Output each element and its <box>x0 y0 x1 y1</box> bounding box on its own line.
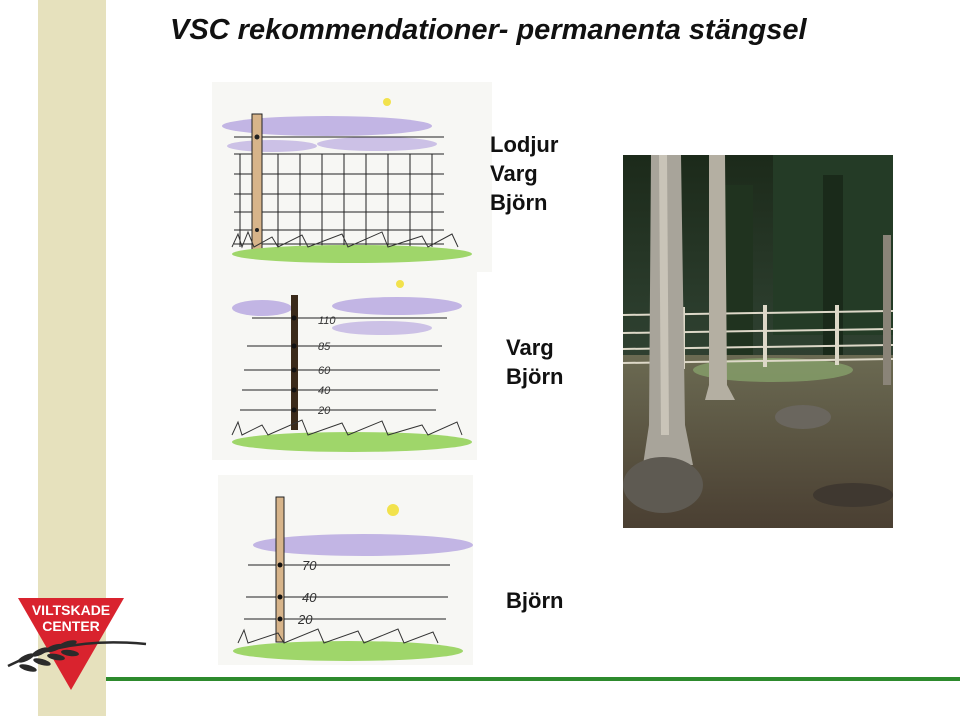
height-label: 60 <box>318 365 331 377</box>
height-label: 20 <box>317 405 331 417</box>
logo-line2: CENTER <box>42 618 100 634</box>
page-title: VSC rekommendationer- permanenta stängse… <box>170 14 807 46</box>
species-bjorn: Björn <box>506 364 564 389</box>
forest-fence-photo <box>623 155 893 528</box>
height-label: 40 <box>318 385 331 397</box>
height-label: 40 <box>302 590 317 605</box>
species-varg: Varg <box>506 335 554 360</box>
viltskadecenter-logo: VILTSKADE CENTER <box>7 598 147 690</box>
species-varg: Varg <box>490 161 538 186</box>
species-label-mesh: Lodjur Varg Björn <box>490 130 558 217</box>
side-band <box>38 0 106 716</box>
species-label-three-wire: Björn <box>506 586 563 615</box>
logo-line1: VILTSKADE <box>32 602 110 618</box>
species-label-five-wire: Varg Björn <box>506 333 563 391</box>
height-label: 70 <box>302 558 317 573</box>
height-label: 85 <box>318 341 331 353</box>
mesh-fence-illustration <box>212 82 492 272</box>
footer-rule <box>106 677 960 681</box>
species-bjorn: Björn <box>506 588 564 613</box>
height-label: 110 <box>318 315 336 327</box>
height-label: 20 <box>297 612 313 627</box>
species-lodjur: Lodjur <box>490 132 559 157</box>
three-wire-fence-illustration: 70 40 20 <box>218 475 473 665</box>
species-bjorn: Björn <box>490 190 548 215</box>
five-wire-fence-illustration: 110 85 60 40 20 <box>212 270 477 460</box>
